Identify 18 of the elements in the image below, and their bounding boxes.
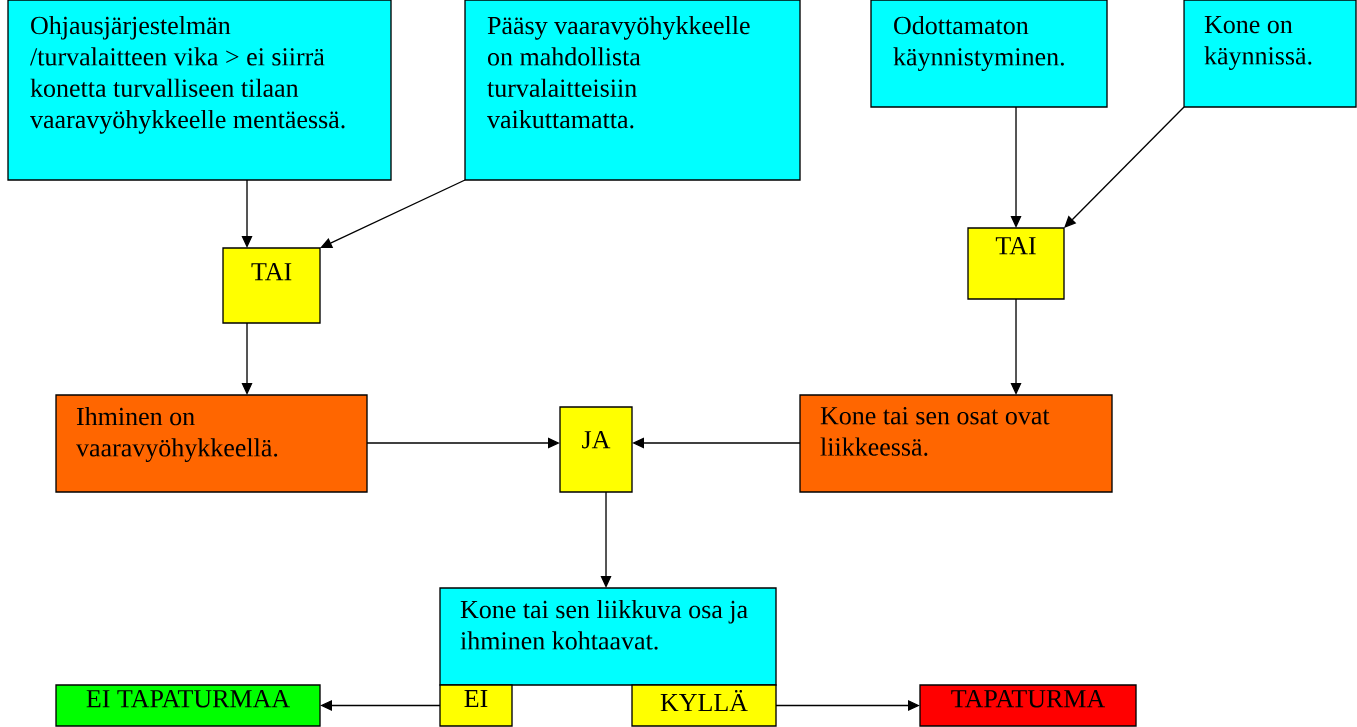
event-box: Ihminen on vaaravyöhykkeellä. (55, 394, 368, 493)
process-box: Kone tai sen liikkuva osa ja ihminen kohtaavat. (439, 587, 777, 686)
arrow (366, 437, 560, 449)
process-box: Kone on käynnissä. (1183, 0, 1357, 108)
arrow (320, 179, 466, 248)
arrow (775, 700, 920, 711)
process-box: Odottamaton käynnistyminen. (870, 0, 1108, 108)
event-box: Kone tai sen osat ovat liikkeessä. (799, 394, 1113, 493)
arrow (1064, 106, 1185, 228)
outcome-box: EI TAPATURMAA (55, 684, 321, 727)
process-box: Pääsy vaaravyöhykkeelle on mahdollista turvalaitteisiin vaikuttamatta. (464, 0, 801, 181)
process-box: Ohjausjärjestelmän /turvalaitteen vika > ei siirrä konetta turvalliseen tilaan vaaravyöhykkeelle mentäessä. (7, 0, 392, 181)
answer-box: KYLLÄ (631, 684, 777, 727)
gate-box: TAI (967, 227, 1065, 300)
gate-box: TAI (222, 247, 321, 324)
gate-box: JA (559, 406, 633, 493)
answer-box: EI (439, 684, 513, 727)
outcome-box: TAPATURMA (919, 684, 1137, 727)
